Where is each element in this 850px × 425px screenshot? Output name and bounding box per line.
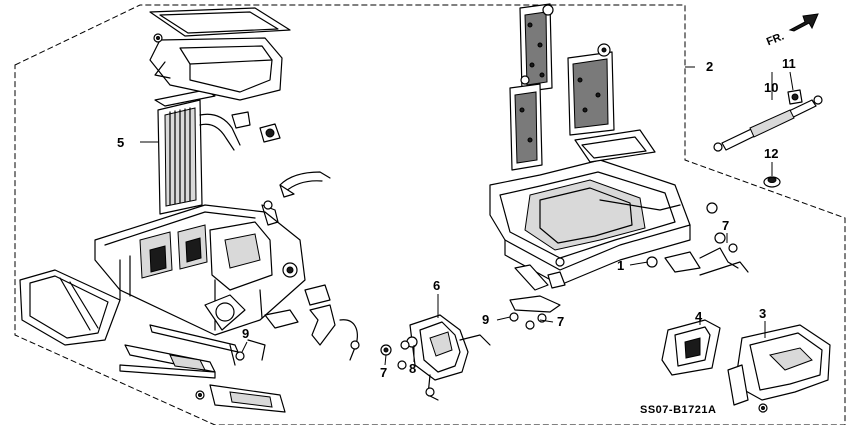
callout-7-right: 7 <box>722 218 729 233</box>
callout-2: 2 <box>706 59 713 74</box>
filter-frame <box>19 269 121 346</box>
heater-core <box>154 89 241 215</box>
grommet-12 <box>763 176 781 188</box>
outlet-duct <box>661 319 721 376</box>
front-direction-label: FR. <box>765 30 786 48</box>
callout-7-center: 7 <box>557 314 564 329</box>
callout-11: 11 <box>782 56 796 71</box>
callout-9-center: 9 <box>482 312 489 327</box>
callout-3: 3 <box>759 306 766 321</box>
blower-housing <box>489 129 691 286</box>
assembly-boundary <box>14 4 846 425</box>
hoses-and-levers <box>229 111 358 366</box>
linkage-parts <box>509 202 749 313</box>
grommet-11 <box>787 89 803 105</box>
callout-9-left: 9 <box>242 326 249 341</box>
evaporator-doors <box>509 3 615 171</box>
blend-door-motor <box>406 314 491 401</box>
vent-duct <box>727 324 831 406</box>
callout-4: 4 <box>695 309 703 324</box>
filter-lid <box>149 7 291 101</box>
callout-8: 8 <box>409 361 416 376</box>
actuator-rod <box>713 95 823 152</box>
callout-12: 12 <box>764 146 778 161</box>
lower-trays <box>119 324 286 413</box>
callout-10: 10 <box>764 80 778 95</box>
heater-case <box>94 204 306 336</box>
callout-1: 1 <box>617 258 624 273</box>
callout-5: 5 <box>117 135 124 150</box>
callout-7-left: 7 <box>380 365 387 380</box>
fasteners <box>153 33 768 413</box>
callout-6: 6 <box>433 278 440 293</box>
callout-leaders <box>140 66 794 366</box>
diagram-code: SS07-B1721A <box>640 404 716 416</box>
front-direction-arrow-icon <box>788 13 819 32</box>
